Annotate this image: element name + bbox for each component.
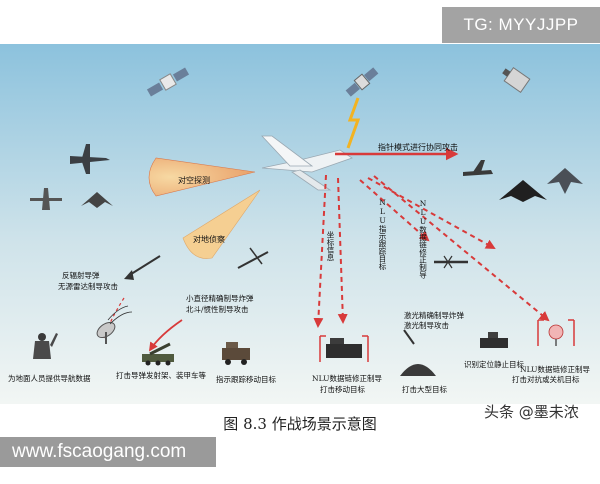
satellite-icon — [345, 67, 379, 97]
arrow-to-launcher — [149, 319, 183, 352]
site-url-banner: www.fscaogang.com — [0, 437, 216, 467]
label-nlu-moving-2: 打击移动目标 — [320, 384, 365, 394]
watermark-badge: TG: MYYJJPP — [442, 7, 600, 43]
label-laser-bomb-1: 激光精确制导炸弹 — [404, 310, 464, 320]
fighter-icon — [463, 160, 493, 176]
air-detection-cone — [148, 157, 256, 197]
hangar-icon — [400, 364, 436, 376]
label-air-detect: 对空探测 — [178, 175, 210, 185]
uav-icon — [30, 188, 62, 210]
label-track-moving: 指示跟踪移动目标 — [216, 374, 276, 384]
main-uav-icon — [261, 135, 353, 191]
label-anti-radiation-1: 反辐射导弹 — [62, 270, 100, 280]
radar-target-icon — [537, 319, 575, 346]
satellite-icon — [502, 67, 531, 93]
satellite-icon — [146, 67, 190, 97]
radar-waves — [107, 305, 133, 325]
anti-radiation-missile-icon — [124, 255, 161, 280]
arrow-to-radar — [103, 297, 125, 339]
highlighted-target-icon — [319, 335, 369, 362]
mobile-target-icon — [222, 342, 250, 365]
label-pointing-attack: 指针模式进行协同攻击 — [378, 142, 458, 152]
credit-text: 头条 @墨未浓 — [484, 403, 579, 421]
beam-laser — [359, 179, 430, 242]
radar-dish-icon — [96, 321, 116, 344]
label-nlu-antijam-2: 打击对抗或关机目标 — [512, 374, 580, 384]
sky-background — [0, 44, 600, 404]
label-small-bomb-2: 北斗/惯性制导攻击 — [186, 304, 249, 314]
bomb-icon — [403, 329, 415, 345]
uav-icon — [70, 144, 110, 174]
label-ground-recon: 对地侦察 — [193, 234, 225, 244]
fighter-icon — [547, 168, 583, 194]
beam-nlu-datalink — [337, 177, 348, 324]
static-target-icon — [480, 332, 508, 348]
label-anti-radiation-2: 无源雷达制导攻击 — [58, 281, 118, 291]
beam-identify — [367, 177, 496, 249]
label-small-bomb-1: 小直径精确制导炸弹 — [186, 293, 254, 303]
label-target-sea: 打击大型目标 — [402, 384, 447, 394]
label-laser-bomb-2: 激光制导攻击 — [404, 320, 449, 330]
label-nlu-antijam-1: NLU数据链修正制导 — [520, 364, 590, 374]
label-identify-static: 识别定位静止目标 — [464, 359, 524, 369]
label-nlu-moving-1: NLU数据链修正制导 — [312, 373, 382, 383]
stealth-bomber-icon — [499, 180, 547, 202]
beam-nlu-track — [313, 174, 327, 328]
small-bomb-icon — [237, 247, 269, 269]
laser-bomb-icon — [434, 255, 468, 269]
uav-icon — [81, 192, 113, 208]
datalink-bolt-icon — [346, 97, 361, 149]
ground-recon-cone — [182, 189, 261, 259]
soldier-icon — [33, 333, 58, 359]
label-strike-launcher: 打击导弹发射架、装甲车等 — [116, 370, 206, 380]
beam-antijam — [373, 175, 550, 322]
missile-launcher-icon — [142, 342, 174, 366]
label-ground-personnel: 为地面人员提供导航数据 — [8, 373, 91, 383]
figure-caption: 图 8.3 作战场景示意图 — [223, 415, 377, 433]
